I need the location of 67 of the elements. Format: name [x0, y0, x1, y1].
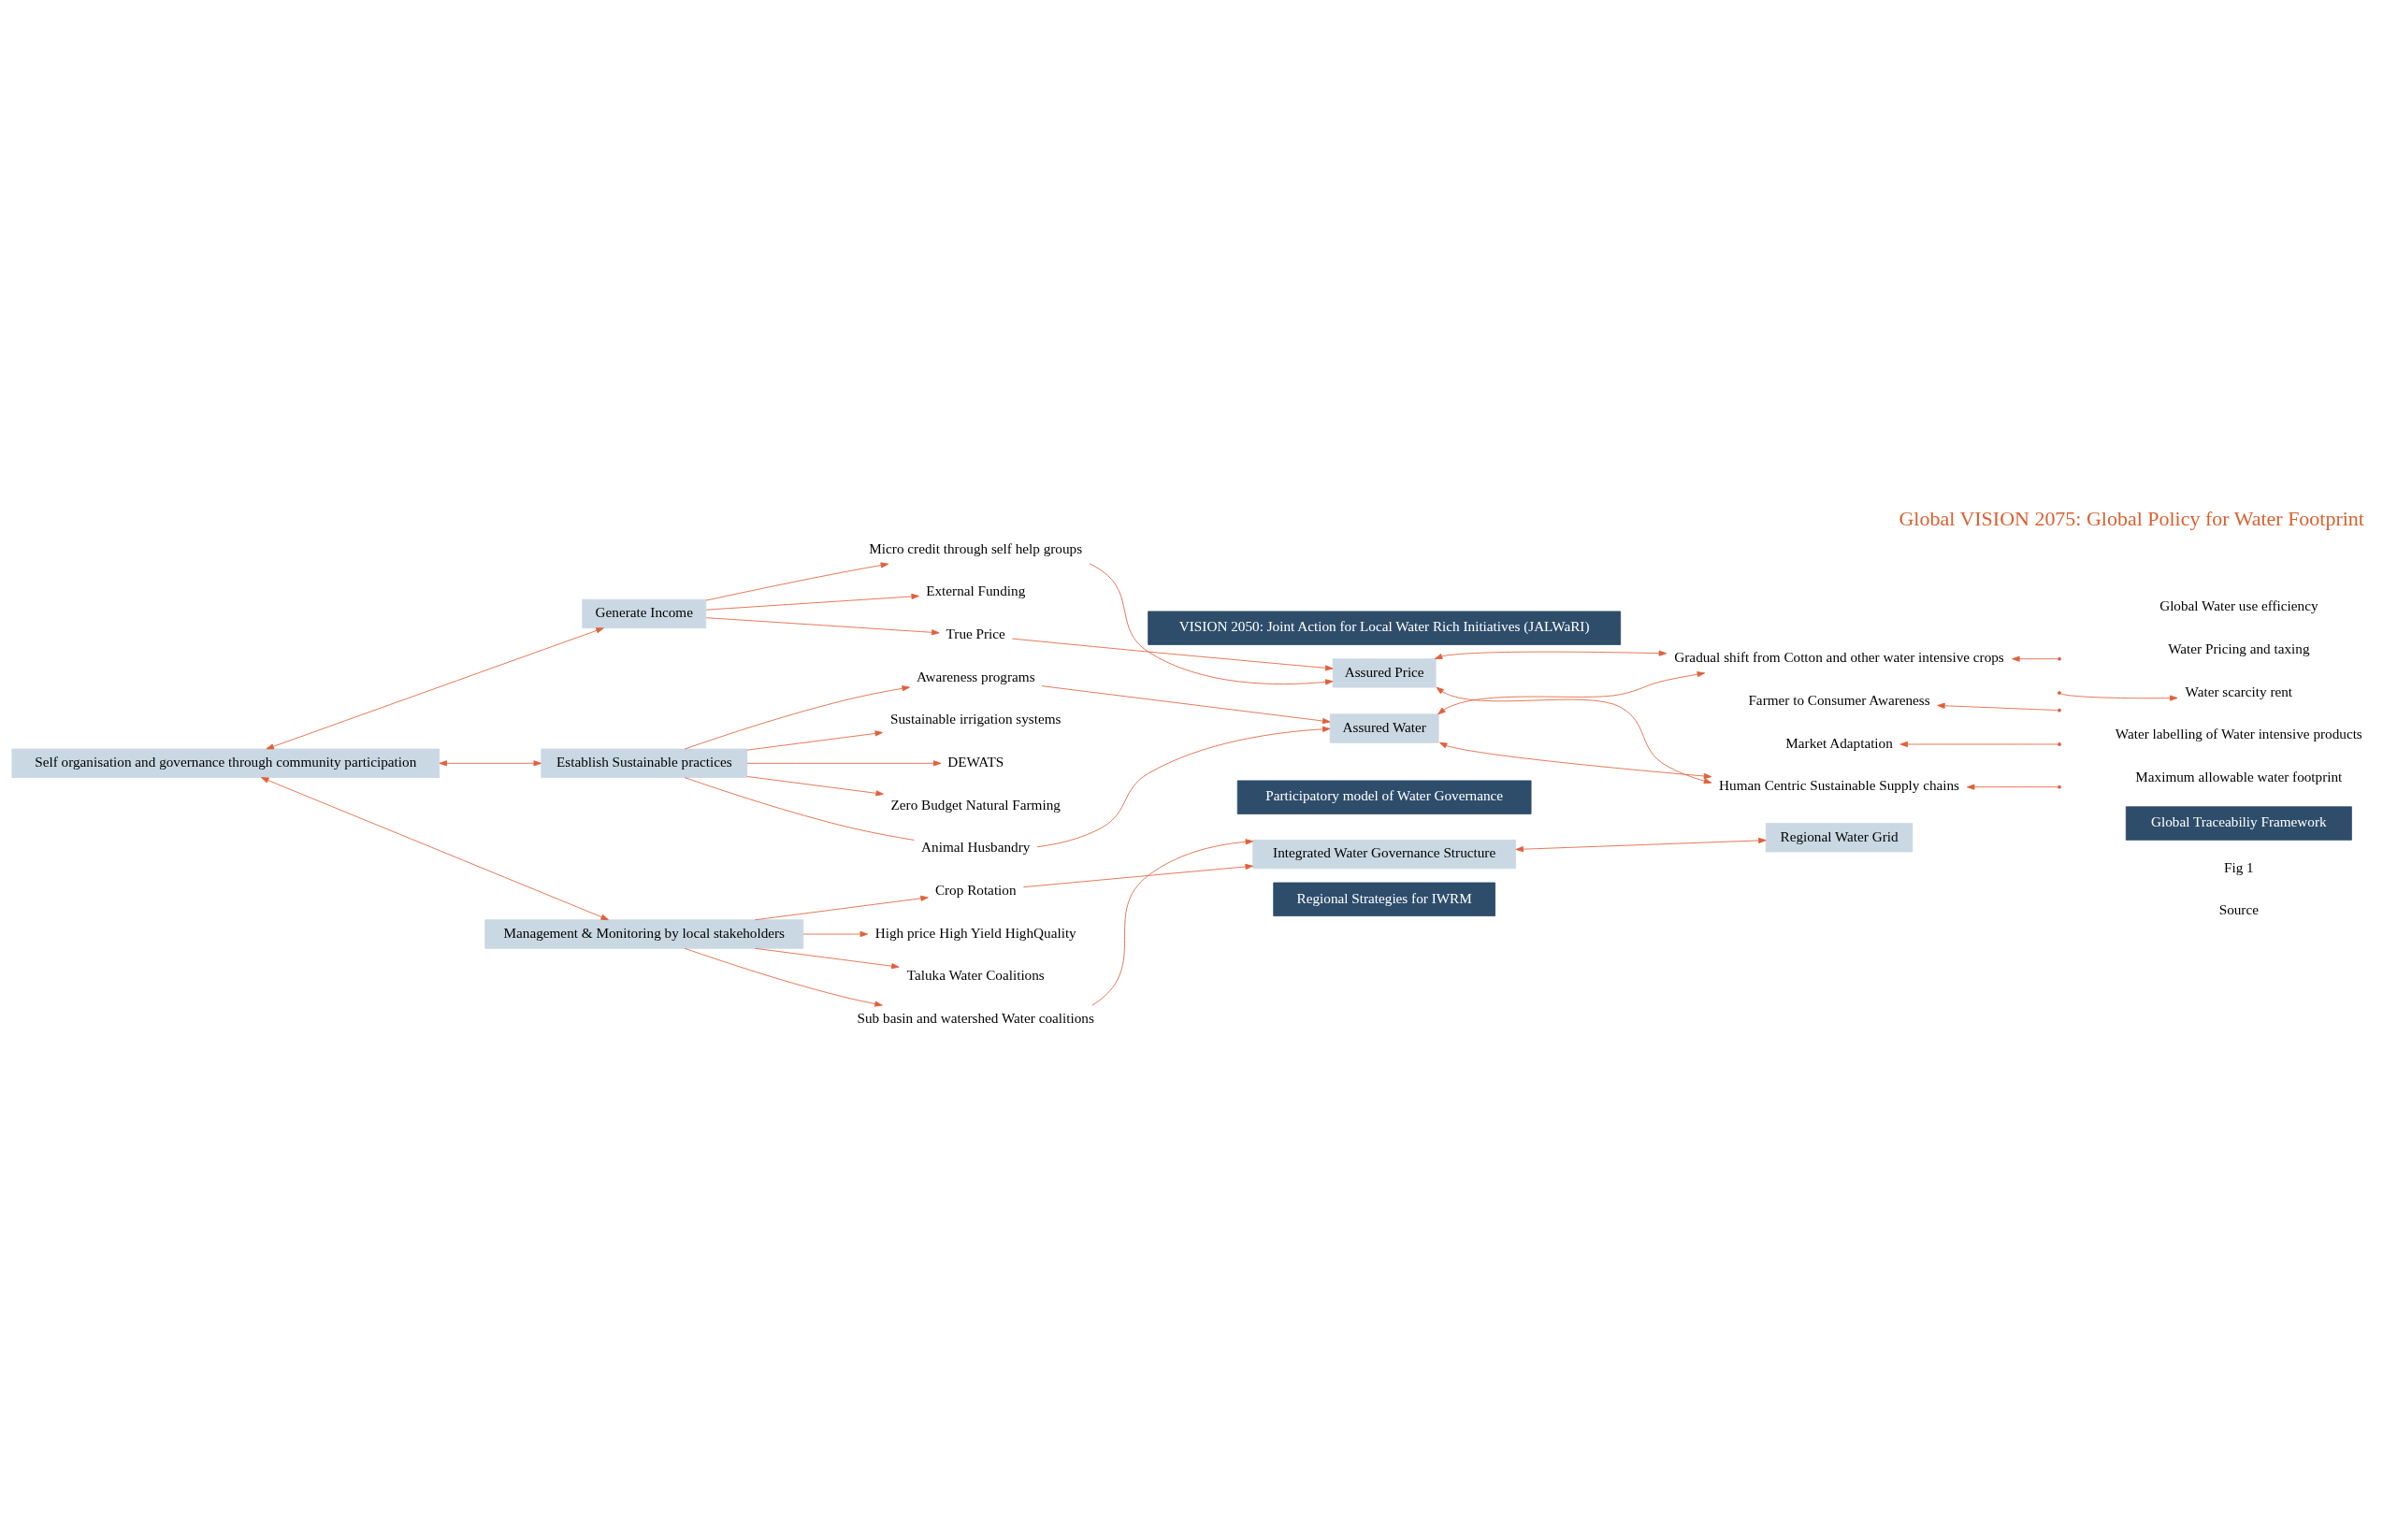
node-text: Zero Budget Natural Farming [890, 796, 1061, 813]
arrow [705, 617, 940, 636]
node-box: VISION 2050: Joint Action for Local Water Rich Initiatives (JALWaRI) [1148, 611, 1622, 645]
node-text: Farmer to Consumer Awareness [1748, 692, 1930, 709]
arrow [2059, 693, 2178, 701]
arrow [705, 593, 919, 611]
node-text: Animal Husbandry [921, 839, 1031, 856]
arrow [746, 730, 883, 751]
node-text: Market Adaptation [1785, 734, 1893, 751]
node-text: Gradual shift from Cotton and other water intensive crops [1674, 649, 2004, 666]
arrow [1091, 839, 1254, 1006]
arrow [684, 947, 883, 1007]
node-box: Participatory model of Water Governance [1236, 780, 1532, 814]
arrow [266, 627, 604, 750]
node-box: Generate Income [582, 598, 707, 629]
node-text: Water scarcity rent [2185, 683, 2293, 699]
arrow [1089, 563, 1334, 685]
arrow [439, 760, 542, 767]
arrow [1036, 726, 1331, 848]
node-text: Human Centric Sustainable Supply chains [1719, 777, 1960, 794]
arrow [1515, 837, 1767, 853]
node-text: External Funding [926, 583, 1026, 599]
node-text: High price High Yield HighQuality [874, 924, 1076, 941]
arrow [1937, 702, 2058, 712]
node-box: Regional Strategies for IWRM [1273, 882, 1495, 916]
arrow [1438, 741, 1712, 780]
node-box: Assured Water [1329, 713, 1439, 743]
arrow [802, 930, 869, 938]
node-text: Sustainable irrigation systems [889, 711, 1062, 727]
arrow [1966, 784, 2058, 790]
node-text: DEWATS [947, 754, 1004, 770]
node-box: Regional Water Grid [1765, 823, 1914, 853]
arrow [746, 776, 884, 797]
arrow [1899, 741, 2058, 748]
arrow [705, 562, 889, 601]
arrow [1437, 671, 1706, 715]
arrow [1011, 638, 1334, 671]
node-text: Micro credit through self help groups [869, 540, 1083, 556]
arrow [754, 947, 900, 970]
arrow [1041, 685, 1331, 725]
node-box: Assured Price [1332, 658, 1437, 688]
node-text: Crop Rotation [934, 882, 1017, 899]
node-text: Water labelling of Water intensive products [2115, 726, 2362, 742]
arrow [260, 777, 609, 921]
label: Source [2218, 901, 2259, 918]
node-box: Management & Monitoring by local stakeholders [484, 919, 804, 949]
arrow [754, 895, 929, 921]
arrow [684, 685, 910, 750]
arrow [1434, 650, 1668, 660]
node-box: Self organisation and governance through community participation [11, 748, 440, 778]
node-box: Establish Sustainable practices [541, 748, 748, 778]
node-text: Sub basin and watershed Water coalitions [857, 1010, 1094, 1027]
node-text: Water Pricing and taxing [2168, 640, 2310, 657]
label: Fig 1 [2223, 858, 2254, 875]
arrow [1022, 863, 1253, 888]
node-box: Integrated Water Governance Structure [1252, 839, 1516, 870]
arrow [746, 760, 942, 767]
arrow [1436, 686, 1712, 784]
connector [684, 777, 915, 841]
node-text: Awareness programs [916, 668, 1035, 684]
node-text: Taluka Water Coalitions [906, 967, 1045, 984]
diagram-title: Global VISION 2075: Global Policy for Water Footprint [1899, 507, 2364, 531]
node-text: True Price [946, 625, 1005, 641]
node-text: Global Water use efficiency [2159, 597, 2318, 614]
node-text: Maximum allowable water footprint [2135, 769, 2343, 785]
arrow [2012, 655, 2058, 662]
node-box: Global Traceabiliy Framework [2125, 806, 2352, 841]
